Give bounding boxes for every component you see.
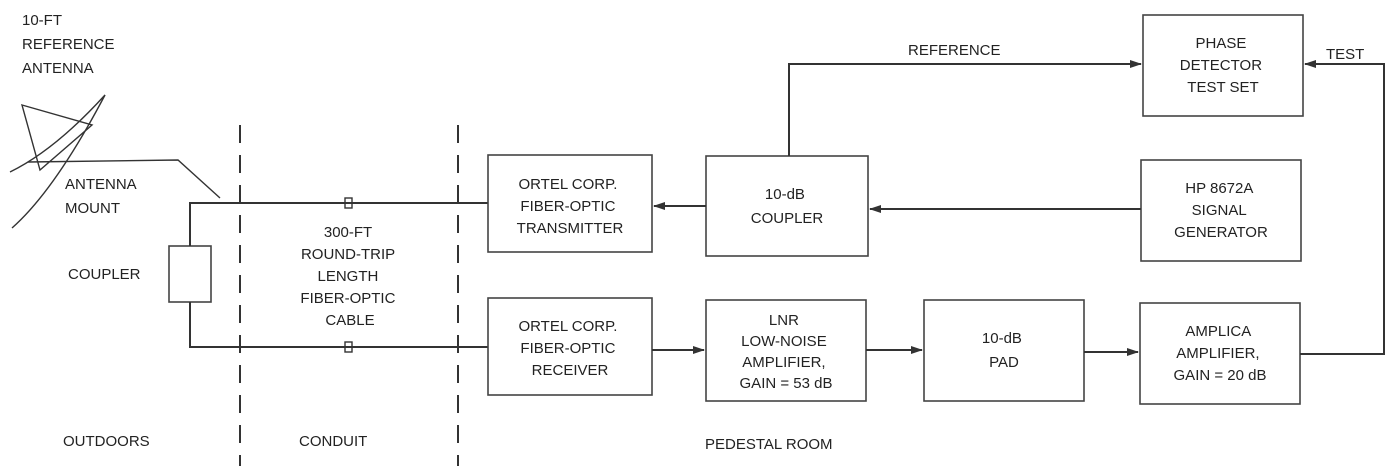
- cable-marker-upper: [344, 197, 353, 209]
- phase-detector-block: [1142, 14, 1304, 117]
- fiber-cable-lower: [189, 302, 488, 348]
- lnr-amplifier-label: LNR LOW-NOISE AMPLIFIER, GAIN = 53 dB: [740, 312, 833, 392]
- antenna-mount-label: ANTENNA MOUNT: [65, 176, 140, 217]
- coupler-10db-label: 10-dB COUPLER: [751, 186, 824, 227]
- reference-label: REFERENCE: [908, 42, 1001, 59]
- amplica-amplifier-block: [1139, 302, 1301, 405]
- antenna-title: 10-FT REFERENCE ANTENNA: [22, 12, 119, 77]
- outdoor-coupler-label: COUPLER: [68, 266, 141, 283]
- receiver-block: [487, 297, 653, 396]
- cable-marker-lower: [344, 341, 353, 353]
- signal-generator-block: [1140, 159, 1302, 262]
- zone-outdoors-label: OUTDOORS: [63, 433, 150, 450]
- receiver-label: ORTEL CORP. FIBER-OPTIC RECEIVER: [518, 318, 621, 379]
- amplica-amplifier-label: AMPLICA AMPLIFIER, GAIN = 20 dB: [1174, 323, 1267, 384]
- pad-block: [923, 299, 1085, 402]
- zone-pedestal-room-label: PEDESTAL ROOM: [705, 436, 833, 453]
- signal-generator-label: HP 8672A SIGNAL GENERATOR: [1174, 180, 1268, 241]
- pad-label: 10-dB PAD: [982, 330, 1026, 371]
- fiber-cable-label: 300-FT ROUND-TRIP LENGTH FIBER-OPTIC CAB…: [300, 224, 399, 329]
- test-signal-line: [1300, 60, 1385, 355]
- reference-signal-line: [788, 60, 1142, 156]
- lnr-amplifier-block: [705, 299, 867, 402]
- test-label: TEST: [1326, 46, 1364, 63]
- transmitter-label: ORTEL CORP. FIBER-OPTIC TRANSMITTER: [517, 176, 624, 237]
- transmitter-block: [487, 154, 653, 253]
- phase-detector-label: PHASE DETECTOR TEST SET: [1180, 35, 1266, 96]
- antenna-icon: [9, 94, 221, 229]
- coupler-10db-block: [705, 155, 869, 257]
- zone-conduit-label: CONDUIT: [299, 433, 367, 450]
- fiber-cable-upper: [189, 202, 488, 246]
- outdoor-coupler-box: [168, 245, 212, 303]
